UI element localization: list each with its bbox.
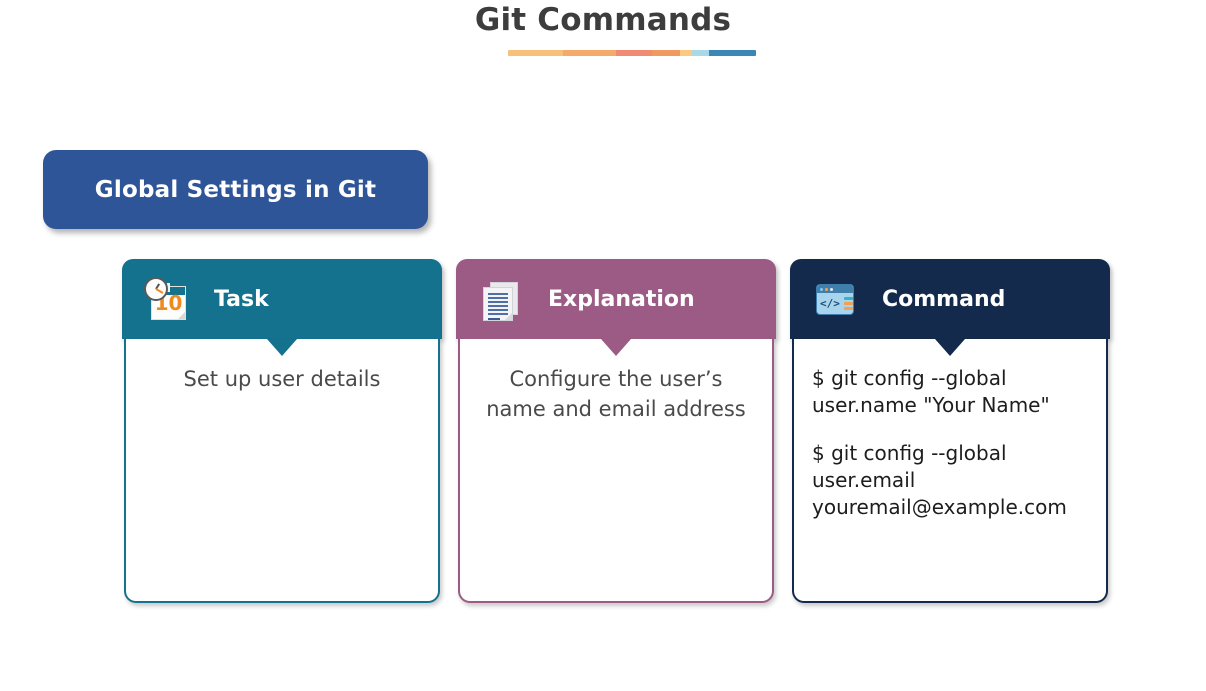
card-header-title-explanation: Explanation [548,286,695,312]
card-body-task: Set up user details [124,339,440,603]
card-command: </> Command $ git config --global user.n… [790,259,1110,607]
title-rule-segment [616,50,653,56]
title-rule-segment [508,50,564,56]
title-rule-segment [679,50,693,56]
card-explanation: Explanation Configure the user’s name an… [456,259,776,607]
page-title: Git Commands [474,2,732,38]
card-header-title-command: Command [882,286,1006,312]
title-rule-segment [709,50,756,56]
card-body-command: $ git config --global user.name "Your Na… [792,339,1108,603]
card-notch-task [267,339,297,356]
card-header-explanation: Explanation [456,259,776,339]
section-pill-label: Global Settings in Git [94,176,377,203]
card-header-title-task: Task [214,286,269,312]
card-notch-explanation [601,339,631,356]
card-header-command: </> Command [790,259,1110,339]
calendar-clock-icon: 10 [144,277,188,321]
card-task: 10 Task Set up user details [122,259,442,607]
card-header-task: 10 Task [122,259,442,339]
section-pill-global-settings[interactable]: Global Settings in Git [43,150,428,229]
title-rule-segment [563,50,617,56]
card-row: 10 Task Set up user details [0,259,1206,609]
card-text-task: Set up user details [183,367,381,391]
card-body-explanation: Configure the user’s name and email addr… [458,339,774,603]
command-line-1: $ git config --global user.name "Your Na… [812,366,1050,417]
code-glyph-label: </> [820,297,840,310]
card-text-explanation: Configure the user’s name and email addr… [486,367,746,421]
title-underline-rule [508,50,756,56]
card-notch-command [935,339,965,356]
title-rule-segment [652,50,680,56]
title-rule-segment [692,50,710,56]
code-window-icon: </> [812,277,856,321]
documents-icon [478,277,522,321]
command-line-2: $ git config --global user.email yourema… [812,441,1067,519]
